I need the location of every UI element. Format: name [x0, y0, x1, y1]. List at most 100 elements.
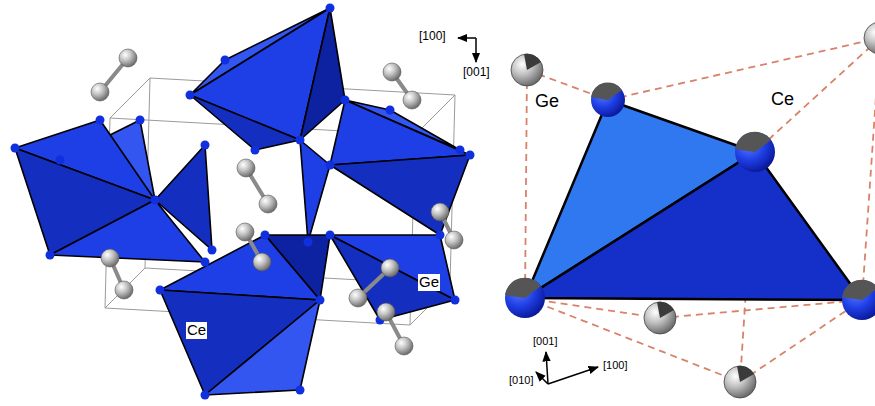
circle-shape [842, 280, 875, 320]
ce-atom [304, 238, 313, 247]
polygon-shape [525, 152, 862, 300]
circle-shape [724, 366, 756, 398]
path-shape [591, 82, 622, 100]
axis-label: [100] [602, 359, 628, 371]
g-shape [724, 366, 756, 398]
circle-shape [505, 278, 545, 318]
ce-atom [208, 246, 217, 255]
circle-shape [395, 337, 413, 355]
ce-atom [296, 386, 305, 395]
circle-shape [236, 223, 254, 241]
line-shape [458, 37, 476, 39]
g-shape [511, 54, 543, 86]
ce-atom [46, 251, 55, 260]
atom-label: Ge [418, 274, 440, 291]
polygon-shape [205, 300, 320, 395]
tetrahedron [525, 100, 862, 300]
path-shape [657, 302, 674, 318]
axis-arrows [458, 38, 476, 62]
g-shape [100, 58, 454, 346]
circle-shape [445, 231, 463, 249]
path-shape [524, 54, 541, 70]
axis-arrows [536, 352, 598, 384]
ce-atom [326, 4, 335, 13]
circle-shape [101, 249, 119, 267]
line-shape [548, 367, 598, 384]
ce-atom [201, 141, 210, 150]
circle-shape [511, 54, 543, 86]
g-shape [91, 49, 463, 355]
g-shape [842, 280, 875, 320]
axis-label: [010] [508, 374, 534, 386]
path-shape [735, 132, 771, 152]
ce-atom [251, 146, 260, 155]
circle-shape [377, 303, 395, 321]
circle-shape [591, 83, 625, 117]
circle-shape [259, 195, 277, 213]
polygon-shape [330, 235, 455, 320]
g-shape [591, 82, 625, 117]
line-shape [475, 38, 477, 62]
ce-atom [96, 116, 105, 125]
ce-atom [386, 106, 395, 115]
ce-atom [56, 156, 65, 165]
atom-label: Ge [534, 92, 560, 112]
ge-dimers [91, 49, 463, 355]
ce-atom [451, 296, 460, 305]
line-shape [525, 70, 527, 298]
circle-shape [119, 49, 137, 67]
polygon-shape [300, 140, 330, 242]
circle-shape [237, 159, 255, 177]
line-shape [546, 352, 548, 384]
axis-label: [001] [462, 66, 491, 79]
atom-label: Ce [186, 322, 207, 339]
g-shape [735, 132, 775, 172]
ge-atoms [511, 22, 875, 398]
ce-atom [151, 196, 160, 205]
ce-atom [186, 91, 195, 100]
circle-shape [253, 253, 271, 271]
line-shape [862, 38, 875, 300]
path-shape [505, 278, 541, 298]
ce-atoms [11, 4, 475, 400]
ce-atom [341, 96, 350, 105]
polygon-shape [190, 95, 300, 150]
ce-atom [261, 231, 270, 240]
circle-shape [735, 132, 775, 172]
ce-atom [201, 258, 210, 267]
atom-label: Ce [770, 90, 795, 110]
line-shape [608, 38, 875, 100]
ce-atom [436, 231, 445, 240]
ce-tetrahedra [15, 8, 470, 395]
ce-atom [326, 231, 335, 240]
axis-label: [001] [532, 335, 558, 347]
ce-spheres [505, 82, 875, 320]
g-shape [505, 278, 545, 318]
path-shape [842, 280, 875, 300]
ce-atom [466, 151, 475, 160]
ce-atom [136, 116, 145, 125]
line-shape [536, 372, 548, 384]
circle-shape [381, 259, 399, 277]
ce-atom [316, 296, 325, 305]
polygon-shape [330, 100, 470, 165]
circle-shape [115, 281, 133, 299]
circle-shape [864, 22, 875, 54]
line-shape [740, 300, 862, 382]
line-shape [525, 298, 660, 318]
ce-atom [221, 56, 230, 65]
line-shape [660, 300, 862, 318]
ce-atom [156, 286, 165, 295]
circle-shape [431, 203, 449, 221]
ce-atom [11, 144, 20, 153]
ce-atom [326, 161, 335, 170]
polygon-shape [330, 155, 470, 235]
polygon-shape [300, 8, 345, 140]
line-shape [755, 38, 875, 152]
path-shape [737, 366, 754, 382]
circle-shape [383, 63, 401, 81]
ce-atom [296, 136, 305, 145]
circle-shape [91, 83, 109, 101]
circle-shape [349, 289, 367, 307]
